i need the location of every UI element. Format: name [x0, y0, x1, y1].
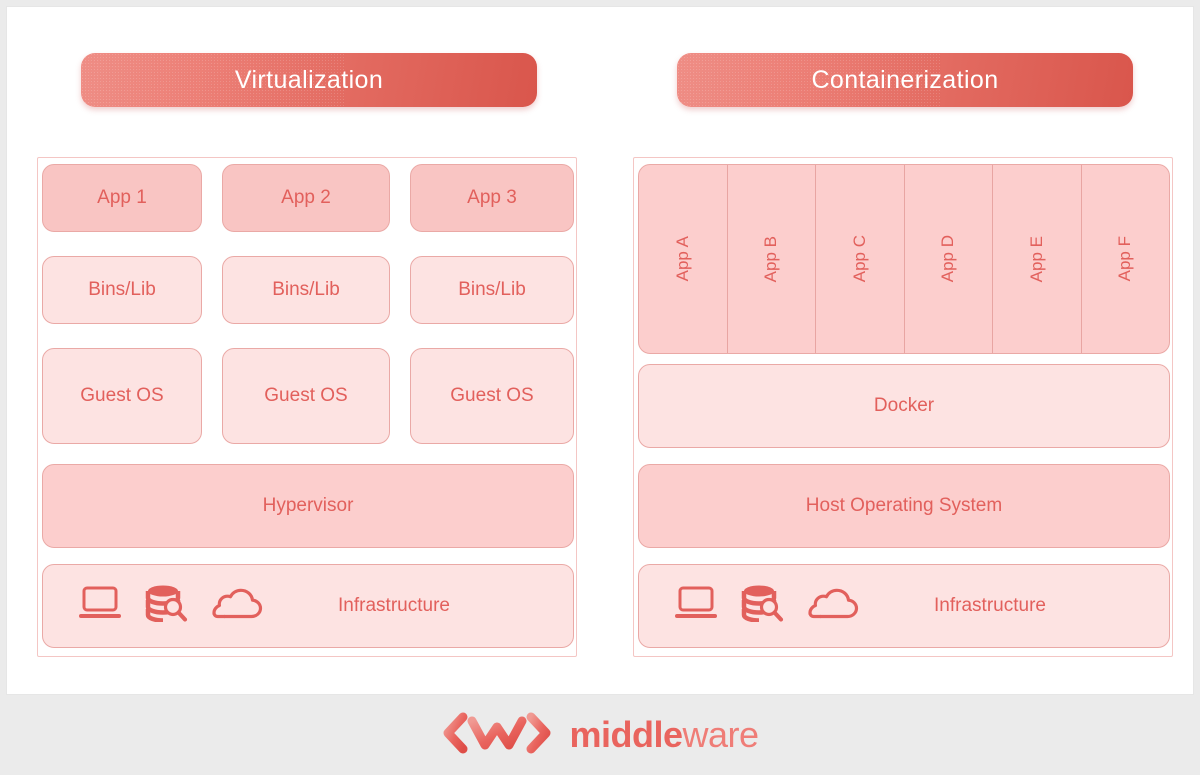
app-box[interactable]: App 3: [410, 164, 574, 232]
logo-word-bold: middle: [569, 714, 683, 755]
cloud-icon: [211, 586, 265, 626]
infrastructure-icon-group: [77, 584, 265, 628]
bins-lib-box[interactable]: Bins/Lib: [42, 256, 202, 324]
logo-word-light: ware: [682, 714, 759, 755]
hypervisor-box[interactable]: Hypervisor: [42, 464, 574, 548]
virtualization-header: Virtualization: [81, 53, 537, 107]
infrastructure-label: Infrastructure: [934, 595, 1046, 616]
guest-os-box[interactable]: Guest OS: [410, 348, 574, 444]
bins-lib-label: Bins/Lib: [272, 279, 340, 300]
virtualization-app-row: App 1 App 2 App 3: [38, 164, 578, 232]
virtualization-bins-row: Bins/Lib Bins/Lib Bins/Lib: [38, 256, 578, 324]
middleware-logo: middleware: [0, 695, 1200, 775]
bins-lib-label: Bins/Lib: [458, 279, 526, 300]
container-app-column[interactable]: App F: [1082, 165, 1170, 353]
container-app-label: App D: [938, 235, 958, 283]
container-app-label: App F: [1115, 236, 1135, 282]
app-box-label: App 1: [97, 187, 147, 208]
logo-mark-icon: [441, 710, 553, 761]
guest-os-box[interactable]: Guest OS: [42, 348, 202, 444]
app-box[interactable]: App 2: [222, 164, 390, 232]
container-app-band: App A App B App C App D App E: [638, 164, 1170, 354]
containerization-stack: App A App B App C App D App E: [633, 157, 1173, 657]
docker-box[interactable]: Docker: [638, 364, 1170, 448]
container-app-label: App A: [672, 236, 692, 282]
infrastructure-box[interactable]: Infrastructure: [638, 564, 1170, 648]
container-app-label: App C: [849, 235, 869, 283]
laptop-icon: [673, 585, 719, 627]
virtualization-stack: App 1 App 2 App 3 Bins/Lib: [37, 157, 577, 657]
guest-os-label: Guest OS: [80, 385, 164, 406]
guest-os-label: Guest OS: [264, 385, 348, 406]
infrastructure-icon-group: [673, 584, 861, 628]
container-app-column[interactable]: App B: [728, 165, 816, 353]
docker-label: Docker: [873, 395, 935, 416]
host-operating-system-label: Host Operating System: [805, 495, 1003, 516]
cloud-icon: [807, 586, 861, 626]
containerization-column: Containerization App A App B App C: [627, 7, 1173, 696]
footer-band: [0, 695, 1200, 775]
container-app-column[interactable]: App A: [639, 165, 728, 353]
bins-lib-label: Bins/Lib: [88, 279, 156, 300]
virtualization-title: Virtualization: [234, 65, 384, 94]
diagram-columns: Virtualization App 1 App 2 App 3: [7, 7, 1195, 696]
container-app-column[interactable]: App E: [993, 165, 1082, 353]
containerization-header: Containerization: [677, 53, 1133, 107]
containerization-title: Containerization: [811, 65, 999, 94]
laptop-icon: [77, 585, 123, 627]
guest-os-box[interactable]: Guest OS: [222, 348, 390, 444]
virtualization-guest-os-row: Guest OS Guest OS Guest OS: [38, 348, 578, 444]
database-search-icon: [145, 584, 189, 628]
bins-lib-box[interactable]: Bins/Lib: [222, 256, 390, 324]
bins-lib-box[interactable]: Bins/Lib: [410, 256, 574, 324]
virtualization-column: Virtualization App 1 App 2 App 3: [31, 7, 577, 696]
diagram-card: Virtualization App 1 App 2 App 3: [6, 6, 1194, 695]
hypervisor-label: Hypervisor: [262, 495, 354, 516]
app-box-label: App 2: [281, 187, 331, 208]
container-app-column[interactable]: App C: [816, 165, 905, 353]
container-app-column[interactable]: App D: [905, 165, 993, 353]
container-app-label: App E: [1026, 235, 1046, 283]
database-search-icon: [741, 584, 785, 628]
host-operating-system-box[interactable]: Host Operating System: [638, 464, 1170, 548]
app-box[interactable]: App 1: [42, 164, 202, 232]
container-app-label: App B: [761, 235, 781, 283]
infrastructure-label: Infrastructure: [338, 595, 450, 616]
app-box-label: App 3: [467, 187, 517, 208]
logo-wordmark: middleware: [569, 714, 759, 756]
infrastructure-box[interactable]: Infrastructure: [42, 564, 574, 648]
guest-os-label: Guest OS: [450, 385, 534, 406]
